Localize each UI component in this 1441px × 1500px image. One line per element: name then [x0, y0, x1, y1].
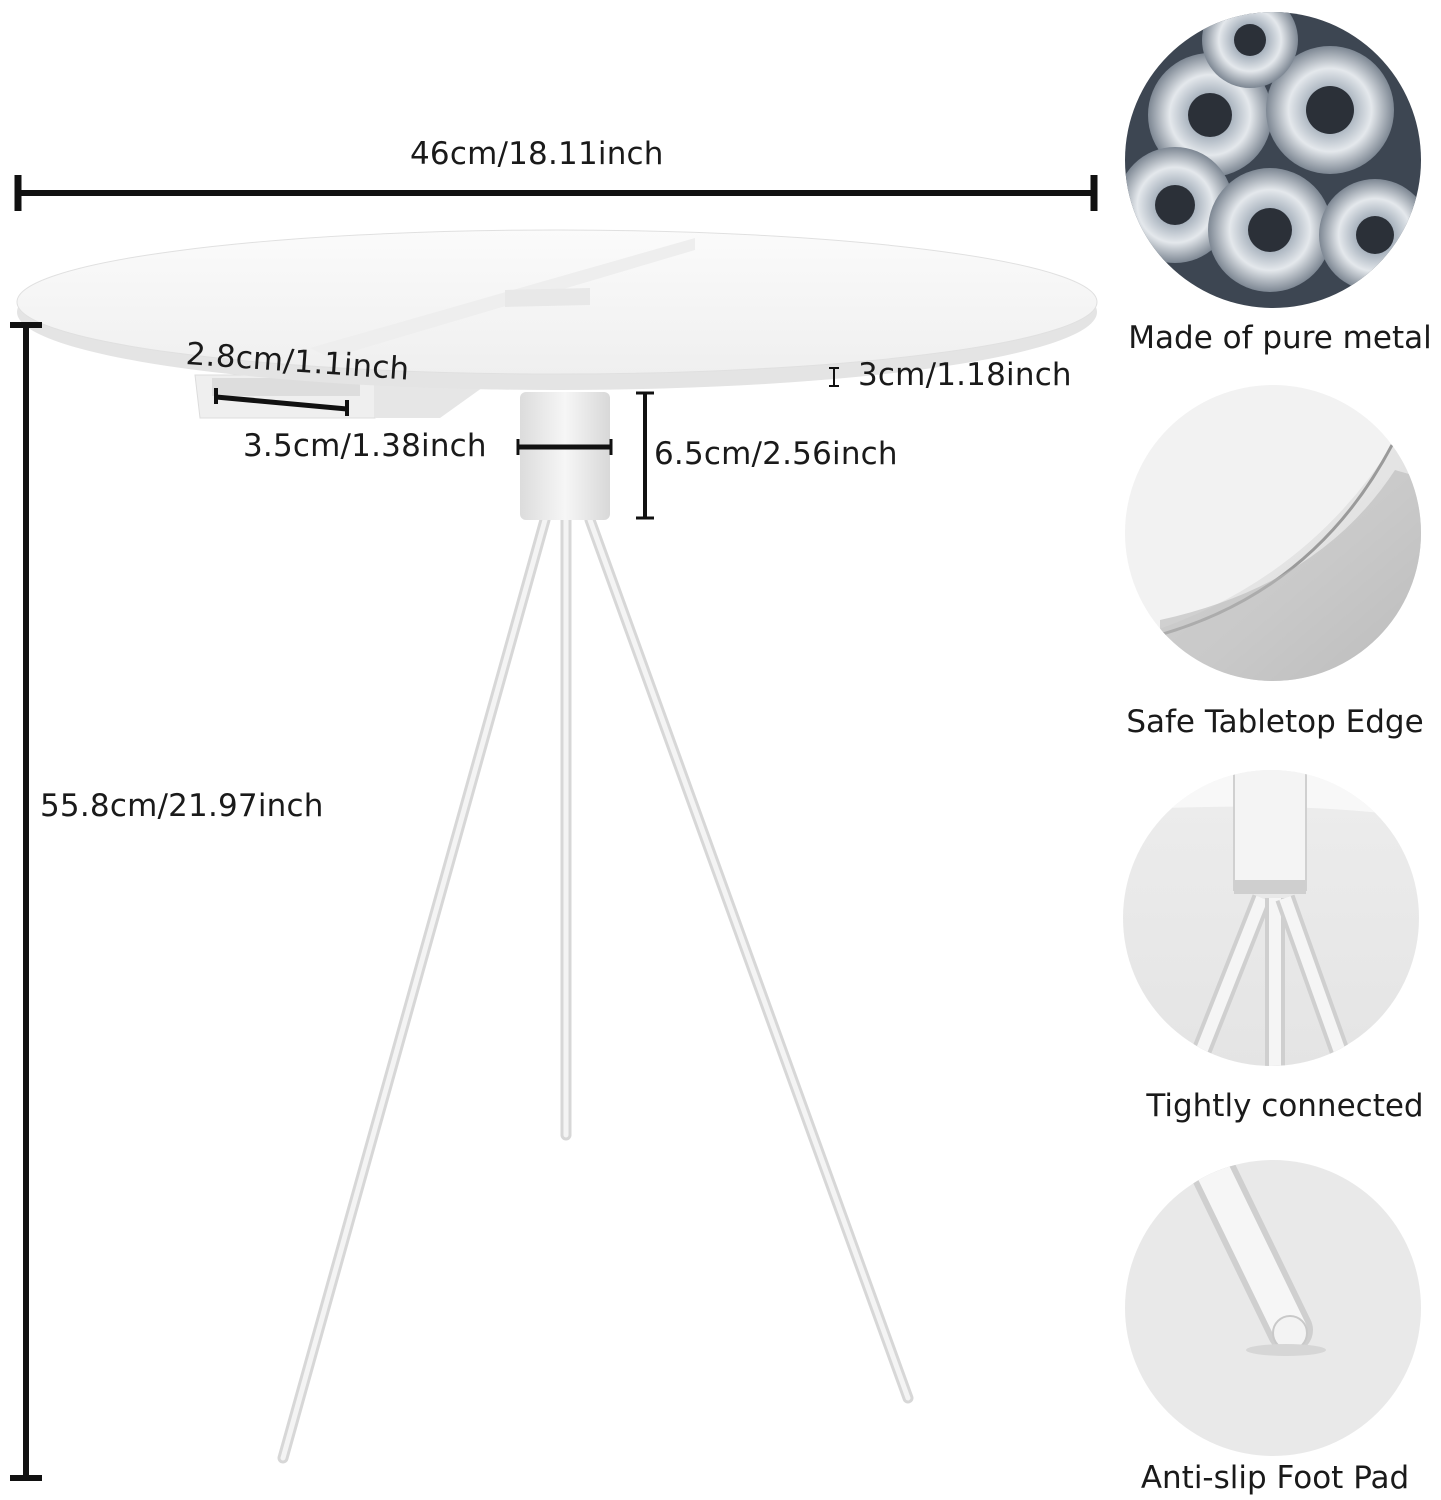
width-dimension-label: 46cm/18.11inch [410, 136, 664, 172]
dimension-lines [10, 175, 1098, 1481]
feature-caption-metal: Made of pure metal [1128, 320, 1432, 356]
sleeve-height-dimension-label: 6.5cm/2.56inch [654, 436, 898, 472]
tabletop [16, 229, 1098, 390]
height-dimension-label: 55.8cm/21.97inch [40, 788, 324, 824]
feature-caption-joint: Tightly connected [1146, 1088, 1424, 1124]
table-legs [277, 514, 914, 1464]
thickness-dimension-label: 3cm/1.18inch [858, 357, 1072, 393]
rail-outer-dimension-label: 3.5cm/1.38inch [243, 428, 487, 464]
feature-caption-edge: Safe Tabletop Edge [1126, 704, 1424, 740]
feature-caption-foot-pad: Anti-slip Foot Pad [1140, 1460, 1410, 1496]
center-sleeve [520, 392, 610, 520]
